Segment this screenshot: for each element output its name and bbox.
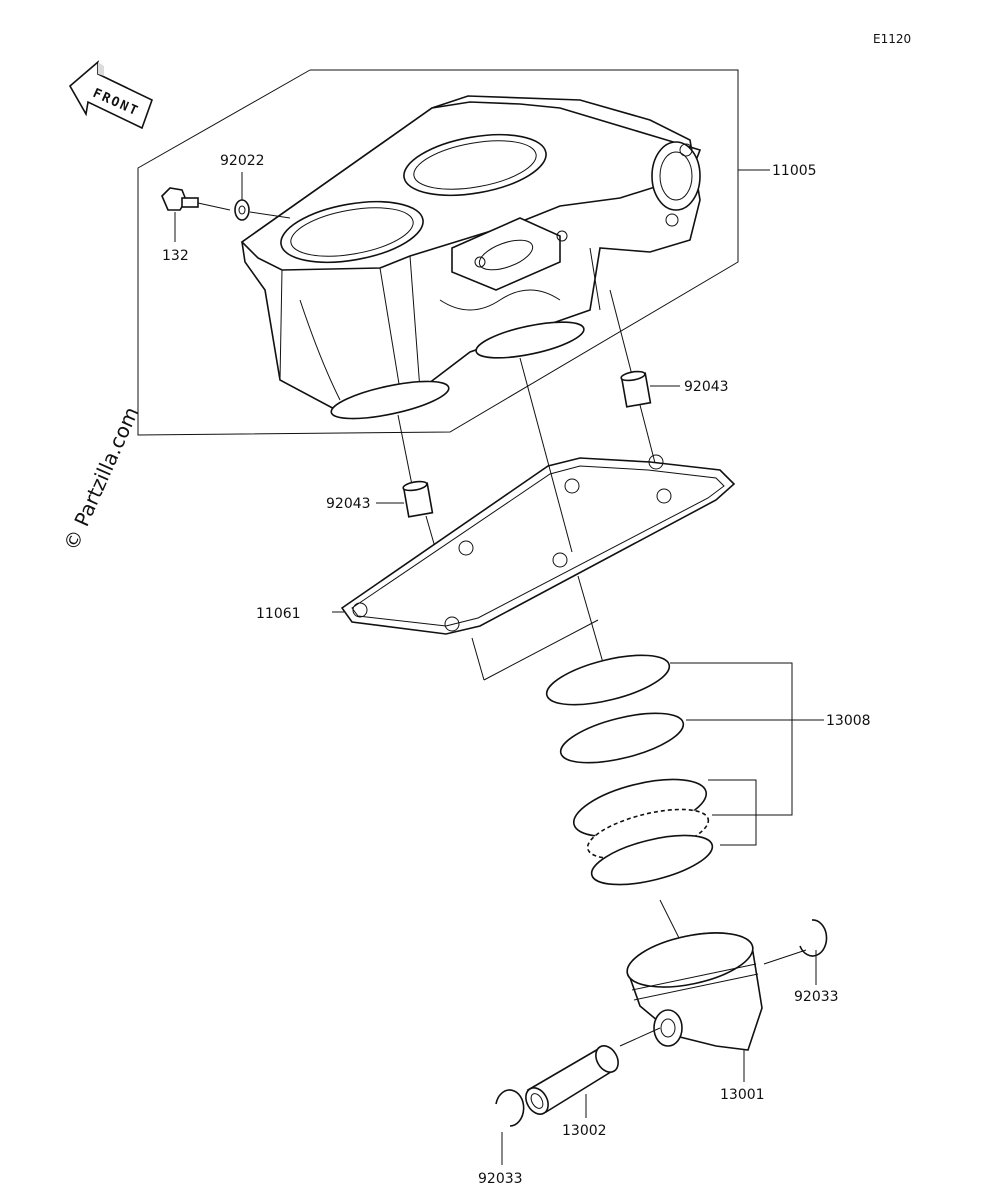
callout-92043-right: 92043 — [684, 379, 729, 395]
piston-ring-set — [545, 654, 824, 886]
snap-ring-left — [495, 1089, 525, 1165]
diagram-code: E1120 — [873, 32, 911, 46]
callout-92022: 92022 — [220, 153, 265, 169]
callout-92043-left: 92043 — [326, 496, 371, 512]
washer — [234, 172, 291, 221]
watermark: © Partzilla.com — [59, 403, 144, 554]
callout-13001: 13001 — [720, 1087, 765, 1103]
snap-ring-right — [763, 919, 828, 985]
piston-pin — [525, 1045, 619, 1118]
piston — [619, 899, 763, 1082]
cylinder-block — [240, 95, 702, 420]
front-arrow-icon: FRONT — [68, 60, 153, 130]
callout-13002: 13002 — [562, 1123, 607, 1139]
cylinder-base-gasket — [332, 454, 736, 635]
callout-92033-left: 92033 — [478, 1171, 523, 1187]
callout-13008: 13008 — [826, 713, 871, 729]
callout-11005: 11005 — [772, 163, 817, 179]
callout-92033-right: 92033 — [794, 989, 839, 1005]
callout-132: 132 — [162, 248, 189, 264]
bolt — [161, 187, 231, 242]
callout-11061: 11061 — [256, 606, 301, 622]
cylinder-group-bracket — [137, 69, 770, 436]
dowel-pin-left — [376, 414, 457, 621]
